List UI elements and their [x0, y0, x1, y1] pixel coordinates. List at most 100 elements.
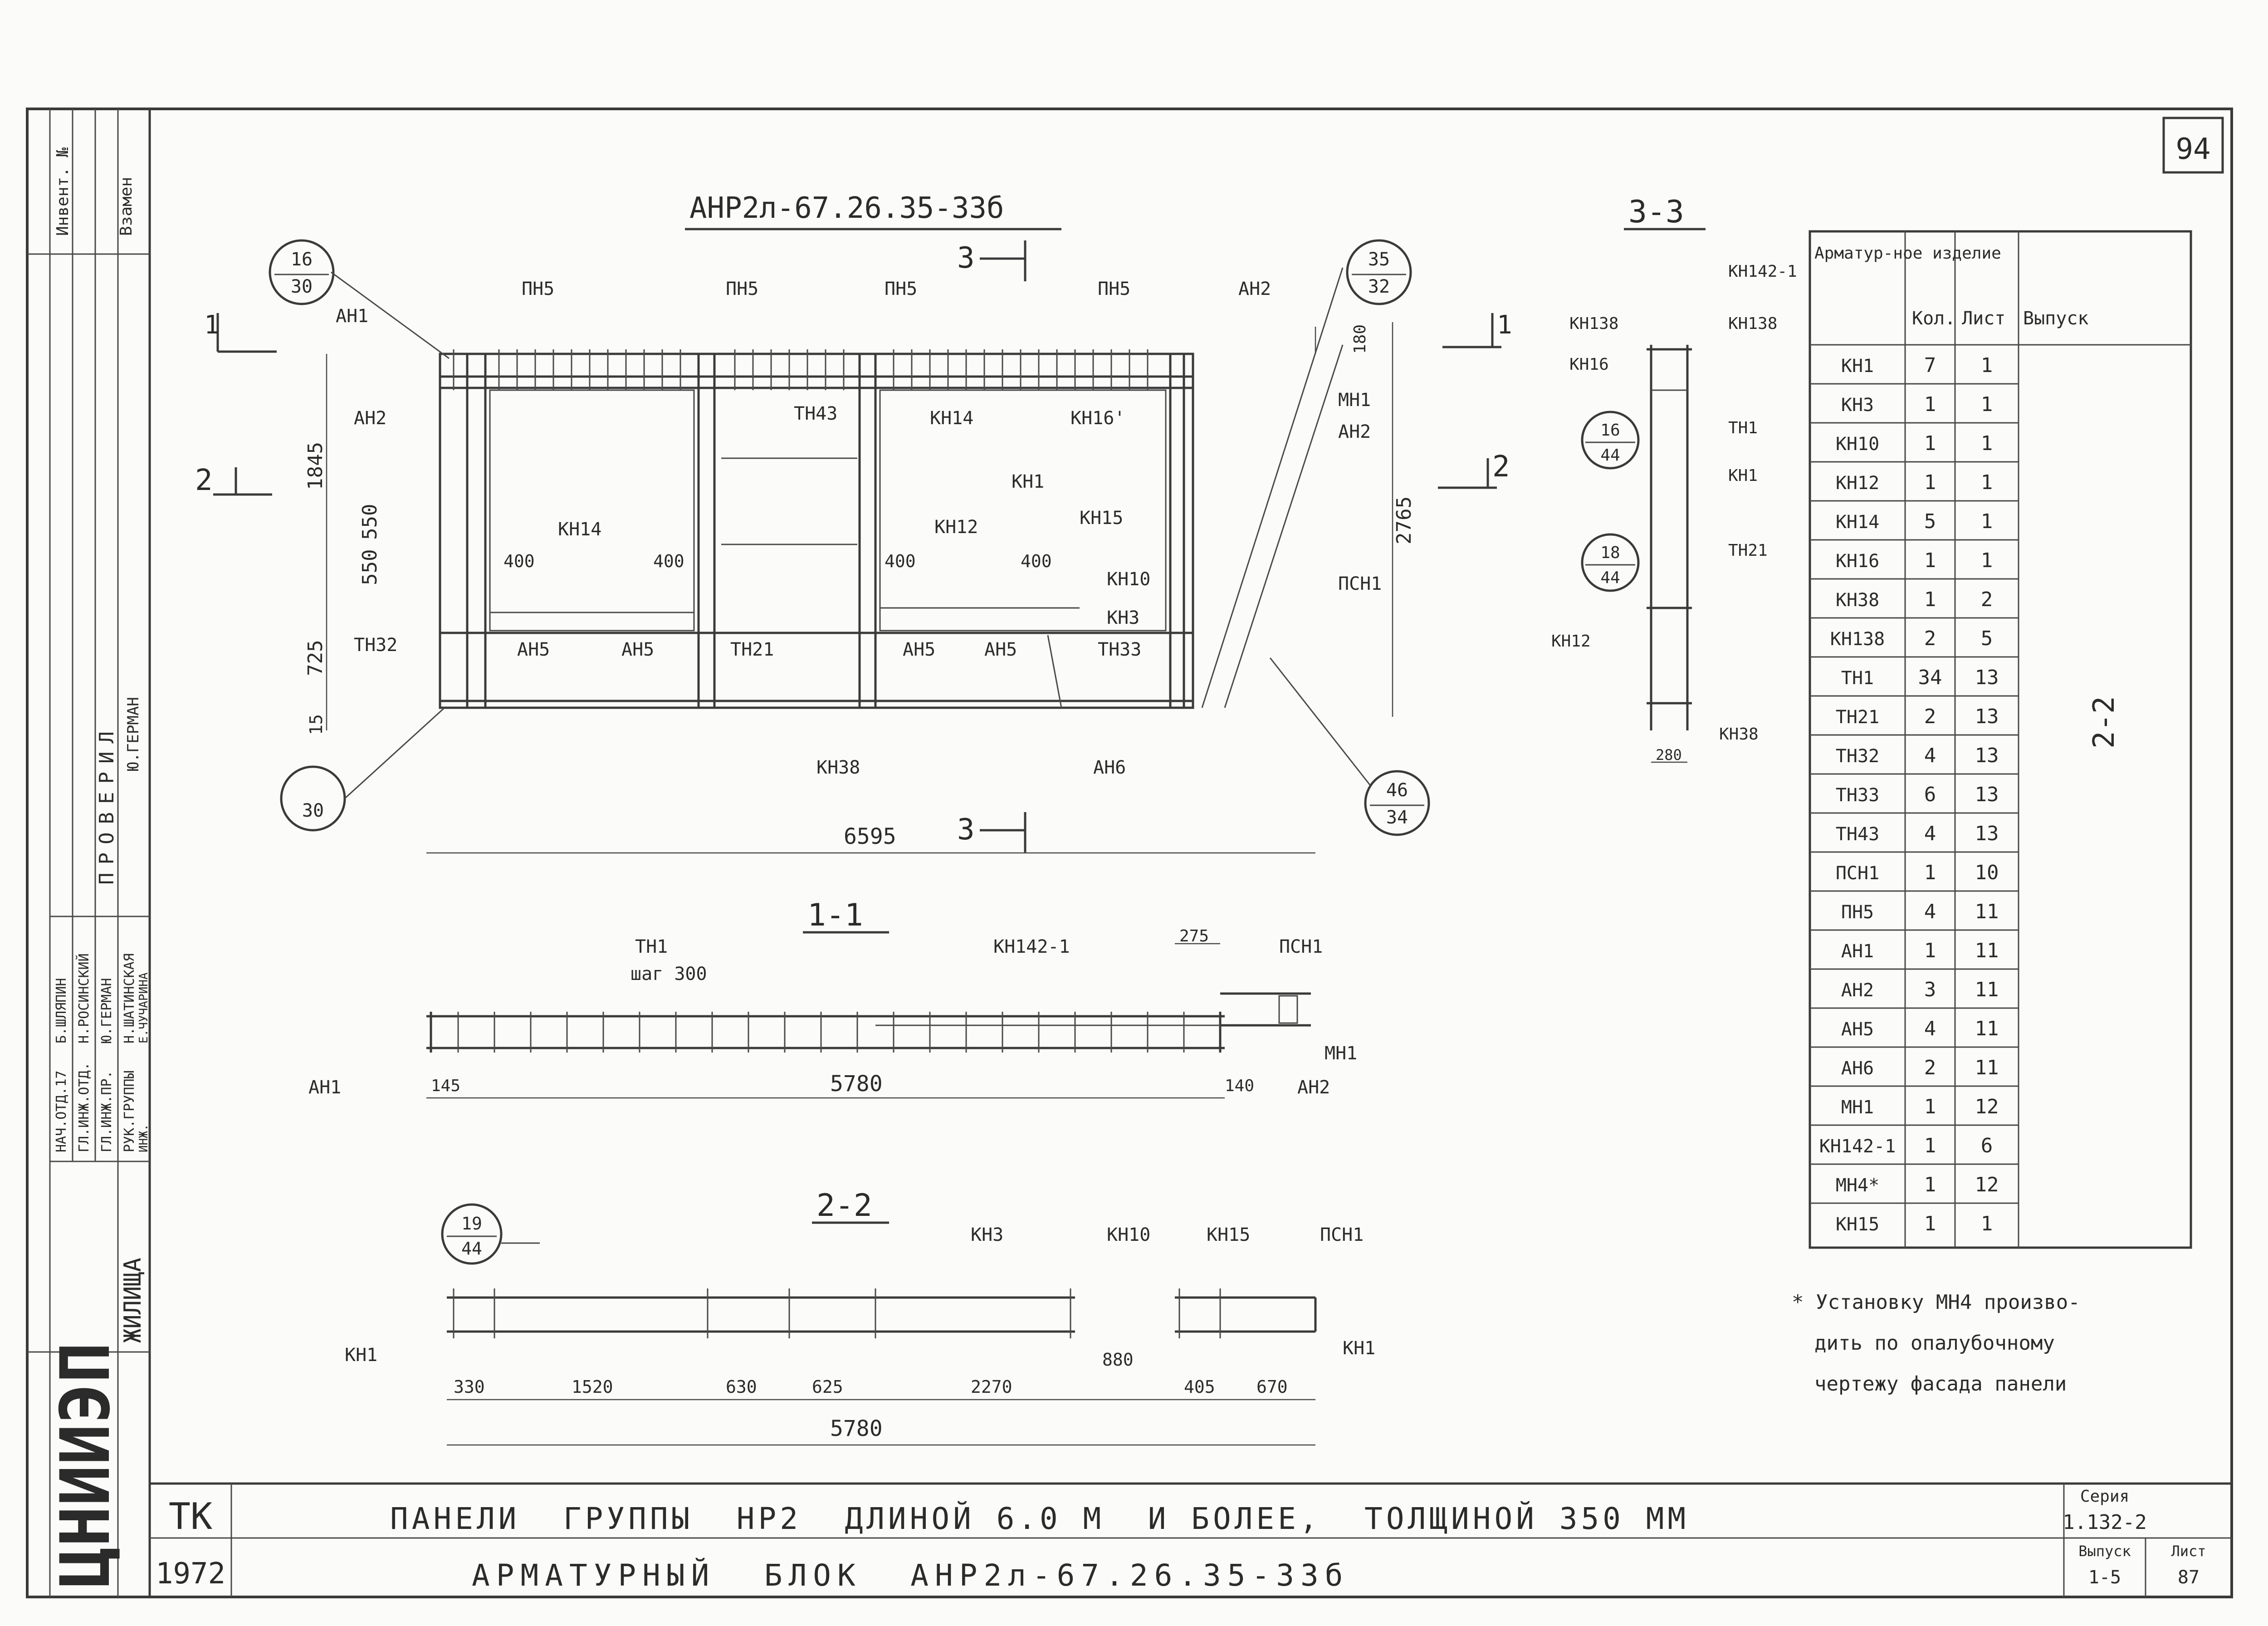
svg-text:145: 145 [431, 1077, 460, 1095]
spec-list-cell: 13 [1975, 744, 1999, 767]
s22-callout-19-44: 19 44 [441, 1203, 540, 1265]
svg-text:400: 400 [503, 551, 535, 571]
spec-list-cell: 1 [1981, 510, 1993, 533]
sheet-border [26, 108, 2233, 1598]
svg-text:18: 18 [1600, 544, 1620, 562]
spec-list-cell: 11 [1975, 1056, 1999, 1079]
spec-list-cell: 13 [1975, 705, 1999, 728]
spec-list-cell: 13 [1975, 783, 1999, 806]
spec-list-cell: 13 [1975, 822, 1999, 845]
svg-text:5780: 5780 [830, 1071, 883, 1097]
s33-label-tn21: ТН21 [1728, 541, 1768, 560]
section-mark-2-left: 2 [195, 464, 272, 497]
svg-text:180: 180 [1351, 324, 1369, 354]
spec-item-cell: КН1 [1841, 356, 1874, 377]
spec-qty-cell: 1 [1924, 1173, 1936, 1196]
section-2-2-title: 2-2 [816, 1188, 872, 1224]
spec-qty-cell: 2 [1924, 705, 1936, 728]
vypusk-label: Выпуск [2078, 1543, 2131, 1560]
svg-text:2: 2 [195, 464, 213, 497]
callout-35-32: 35 32 [1346, 239, 1412, 305]
label-an1: АН1 [336, 306, 368, 327]
name-5: Е.ЧУЧАРИНА [137, 972, 151, 1043]
spec-qty-cell: 1 [1924, 393, 1936, 416]
spec-qty-cell: 34 [1918, 666, 1942, 689]
svg-text:880: 880 [1102, 1350, 1134, 1370]
vypusk-value: 1-5 [2088, 1567, 2121, 1588]
svg-text:16: 16 [291, 249, 313, 270]
label-an2-right: АН2 [1338, 421, 1371, 442]
label-kn1: КН1 [1012, 471, 1044, 492]
section-mark-1-left: 1 [204, 310, 277, 353]
s11-label-an2: АН2 [1297, 1077, 1330, 1098]
s22-label-psn1: ПСН1 [1320, 1224, 1364, 1245]
spec-item-cell: КН14 [1836, 512, 1879, 533]
svg-text:2765: 2765 [1393, 496, 1416, 544]
section-1-1: 1-1 ТН1 шаг 300 КН142-1 ПСН [308, 897, 1357, 1099]
spec-item-cell: АН6 [1841, 1058, 1874, 1079]
role-1: НАЧ.ОТД.17 [54, 1070, 69, 1152]
spec-qty-cell: 1 [1924, 1095, 1936, 1118]
spec-list-cell: 5 [1981, 627, 1993, 650]
spec-item-cell: КН138 [1830, 629, 1885, 650]
seria-label: Серия [2080, 1487, 2129, 1506]
svg-text:1845: 1845 [304, 442, 327, 490]
spec-item-cell: ТН1 [1841, 668, 1874, 689]
spec-item-cell: ТН21 [1836, 707, 1879, 728]
spec-issue-value: 2-2 [2087, 696, 2121, 749]
label-pn5-1: ПН5 [522, 279, 554, 299]
label-an5-3: АН5 [903, 639, 935, 660]
spec-qty-cell: 2 [1924, 1056, 1936, 1079]
svg-text:625: 625 [812, 1377, 843, 1397]
s11-label-psn1: ПСН1 [1279, 936, 1323, 957]
main-dimensions: 1845 550 550 725 15 180 2765 400 400 400… [304, 322, 1416, 854]
svg-text:3: 3 [957, 241, 975, 275]
zhilishch-label: ЖИЛИЩА [119, 1258, 147, 1343]
spec-list-cell: 1 [1981, 432, 1993, 455]
label-kn38: КН38 [816, 757, 860, 778]
spec-list-cell: 2 [1981, 588, 1993, 611]
spec-list-cell: 1 [1981, 549, 1993, 572]
svg-text:630: 630 [726, 1377, 757, 1397]
svg-text:19: 19 [461, 1214, 482, 1234]
svg-text:6595: 6595 [844, 824, 896, 849]
seria-value: 1.132-2 [2063, 1511, 2146, 1534]
spec-item-cell: КН38 [1836, 590, 1879, 611]
callout-30-bottom: 30 [280, 707, 445, 832]
svg-text:34: 34 [1386, 807, 1408, 828]
spec-qty-cell: 1 [1924, 432, 1936, 455]
svg-text:400: 400 [885, 551, 916, 571]
spec-list-cell: 12 [1975, 1173, 1999, 1196]
s11-label-tn1: ТН1 [635, 936, 668, 957]
svg-text:16: 16 [1600, 421, 1620, 440]
role-5: ИНЖ. [137, 1124, 151, 1152]
svg-text:280: 280 [1656, 746, 1682, 764]
org-logo: ЦНИИЭП [46, 1342, 125, 1588]
svg-text:330: 330 [454, 1377, 485, 1397]
svg-text:725: 725 [304, 640, 327, 676]
spec-qty-cell: 1 [1924, 861, 1936, 884]
callout-46-34: 46 34 [1269, 657, 1430, 836]
spec-qty-cell: 4 [1924, 1017, 1936, 1040]
name-4: Н.ШАТИНСКАЯ [122, 953, 137, 1043]
spec-qty-cell: 7 [1924, 354, 1936, 377]
tk-label: ТК [169, 1495, 212, 1538]
svg-text:1520: 1520 [572, 1377, 613, 1397]
s33-label-kn138-right: КН138 [1728, 314, 1777, 333]
s11-label-kn142: КН142-1 [993, 936, 1070, 957]
spec-header-list: Лист [1962, 308, 2005, 329]
label-an2-left: АН2 [354, 408, 386, 429]
